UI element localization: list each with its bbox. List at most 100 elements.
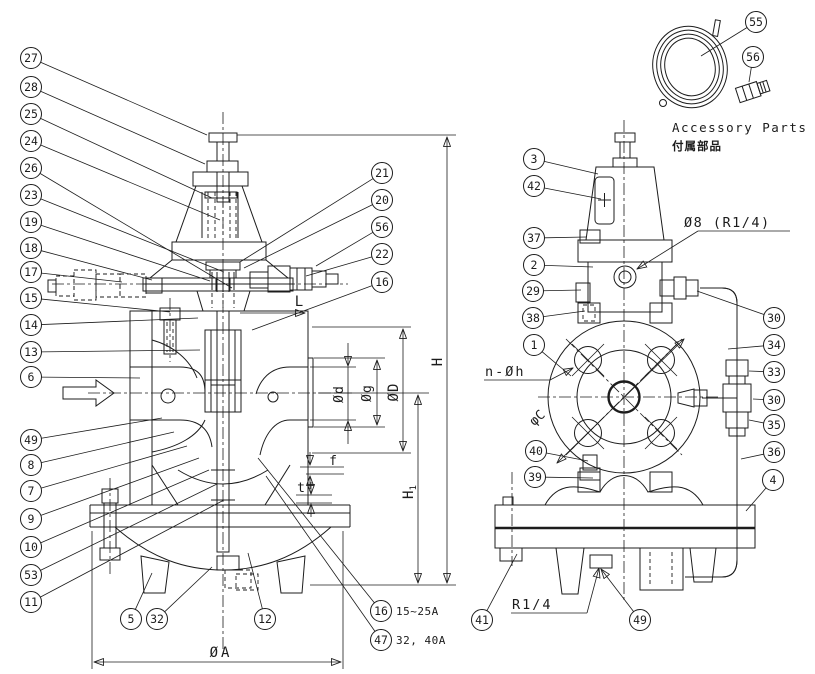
- callout-circle-42: [523, 175, 545, 197]
- callout-56: 56: [371, 216, 393, 238]
- callout-number: 39: [528, 470, 542, 484]
- callout-circle-49: [629, 609, 651, 631]
- leader-line-24: [40, 144, 221, 221]
- callout-35: 35: [763, 414, 785, 436]
- dim-phiD: ØD: [386, 383, 402, 402]
- leader-line-20: [243, 204, 373, 269]
- callout-number: 56: [375, 220, 389, 234]
- callout-circle-21: [371, 162, 393, 184]
- callout-circle-26: [20, 157, 42, 179]
- callout-number: 2: [531, 258, 538, 272]
- leader-line-7: [40, 445, 188, 489]
- leader-line-35: [748, 419, 764, 424]
- callout-number: 14: [24, 318, 38, 332]
- callout-circle-32: [146, 608, 168, 630]
- callout-49: 49: [629, 609, 651, 631]
- leader-line-29: [543, 289, 582, 292]
- callout-number: 10: [24, 540, 38, 554]
- callout-circle-30: [763, 389, 785, 411]
- leader-line-8: [41, 431, 175, 464]
- callout-36: 36: [763, 441, 785, 463]
- leader-line-11: [40, 499, 225, 598]
- leader-line-18: [41, 250, 153, 281]
- callout-circle-2: [523, 254, 545, 276]
- callout-note: 15~25A: [396, 605, 439, 618]
- callout-circle-10: [20, 536, 42, 558]
- callout-circle-6: [20, 366, 42, 388]
- callout-number: 16: [375, 275, 389, 289]
- callout-number: 24: [24, 134, 38, 148]
- callout-number: 53: [24, 568, 38, 582]
- callout-1: 1: [523, 334, 545, 356]
- callout-circle-47: [370, 629, 392, 651]
- callout-circle-4: [762, 469, 784, 491]
- callout-circle-15: [20, 287, 42, 309]
- accessory-parts-sketch: Accessory Parts 付属部品: [652, 19, 806, 153]
- leader-line-9: [40, 457, 200, 516]
- callout-6: 6: [20, 366, 42, 388]
- callout-number: 4: [770, 473, 777, 487]
- callout-circle-16: [371, 271, 393, 293]
- callout-15: 15: [20, 287, 42, 309]
- callout-number: 12: [258, 612, 272, 626]
- callout-circle-13: [20, 341, 42, 363]
- callout-22: 22: [371, 243, 393, 265]
- leader-line-53: [40, 483, 218, 571]
- leader-line-47: [265, 475, 376, 632]
- callout-5: 5: [120, 608, 142, 630]
- callout-circle-9: [20, 508, 42, 530]
- callout-34: 34: [763, 334, 785, 356]
- callout-number: 40: [529, 444, 543, 458]
- callout-circle-36: [763, 441, 785, 463]
- callout-20: 20: [371, 189, 393, 211]
- callout-number: 49: [633, 613, 647, 627]
- callout-19: 19: [20, 211, 42, 233]
- dim-H: H: [430, 358, 446, 366]
- callout-circle-55: [745, 11, 767, 33]
- callout-circle-37: [523, 227, 545, 249]
- callout-7: 7: [20, 480, 42, 502]
- callout-11: 11: [20, 591, 42, 613]
- callout-17: 17: [20, 261, 42, 283]
- callout-circle-23: [20, 184, 42, 206]
- callout-circle-56: [742, 46, 764, 68]
- callout-number: 25: [24, 107, 38, 121]
- callout-number: 8: [28, 458, 35, 472]
- callout-circle-27: [20, 47, 42, 69]
- callout-4: 4: [762, 469, 784, 491]
- callout-number: 5: [128, 612, 135, 626]
- callout-number: 18: [24, 241, 38, 255]
- callout-2: 2: [523, 254, 545, 276]
- callout-number: 49: [24, 433, 38, 447]
- callout-circle-12: [254, 608, 276, 630]
- callout-circle-3: [523, 148, 545, 170]
- callout-circle-49: [20, 429, 42, 451]
- dim-L: L: [295, 294, 303, 310]
- callout-number: 15: [24, 291, 38, 305]
- callout-circle-29: [522, 280, 544, 302]
- leader-line-6: [41, 376, 141, 379]
- callout-14: 14: [20, 314, 42, 336]
- callout-41: 41: [471, 609, 493, 631]
- accessory-title-jp: 付属部品: [672, 139, 722, 153]
- callout-27: 27: [20, 47, 42, 69]
- leader-line-21: [239, 178, 374, 263]
- callout-number: 41: [475, 613, 489, 627]
- callout-number: 32: [150, 612, 164, 626]
- callout-24: 24: [20, 130, 42, 152]
- dim-phig: Øg: [360, 384, 375, 402]
- callout-9: 9: [20, 508, 42, 530]
- callout-30: 30: [763, 389, 785, 411]
- callout-circle-7: [20, 480, 42, 502]
- leader-line-56: [315, 231, 374, 267]
- callout-29: 29: [522, 280, 544, 302]
- callout-number: 47: [374, 633, 388, 647]
- callout-circle-30: [763, 307, 785, 329]
- dim-phiA: ØA: [210, 645, 233, 661]
- callout-number: 1: [531, 338, 538, 352]
- bolt-holes-label: n-Øh: [485, 364, 526, 380]
